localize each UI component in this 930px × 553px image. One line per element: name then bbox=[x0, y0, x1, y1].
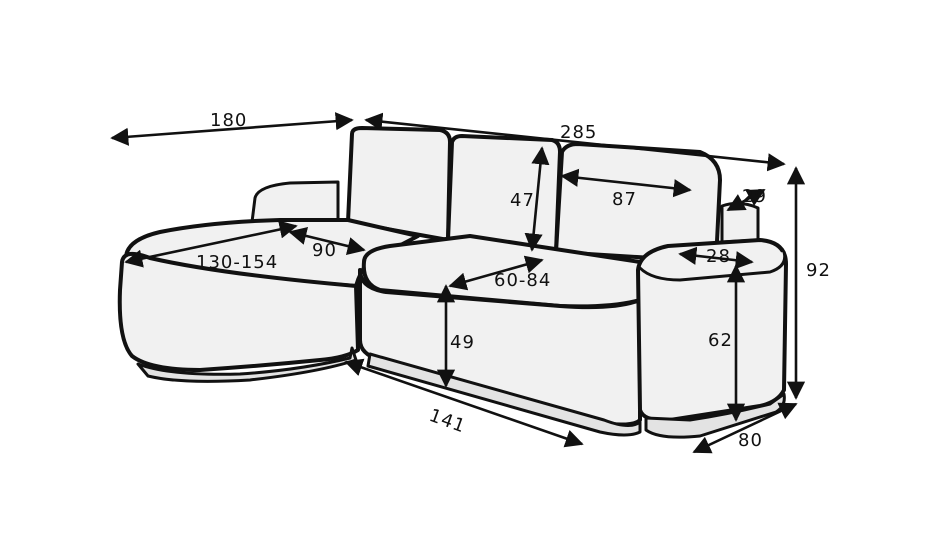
dimension-label-armrest-width: 29 bbox=[742, 186, 767, 207]
dimension-label-depth: 80 bbox=[738, 430, 763, 451]
chaise-base bbox=[136, 346, 358, 383]
dimension-label-armrest-top-width: 28 bbox=[706, 246, 731, 267]
dimension-arrow-armrest-top-width bbox=[678, 246, 754, 270]
dimension-arrow-total-width bbox=[364, 112, 786, 172]
dimension-lines bbox=[110, 112, 806, 454]
dimension-label-seat-height: 49 bbox=[450, 332, 475, 353]
dimension-labels: 180 285 29 47 87 92 130-154 90 60-84 28 49 62 141 80 bbox=[196, 110, 831, 451]
dimension-label-bed-width: 141 bbox=[426, 405, 468, 438]
dimension-label-seat-depth: 60-84 bbox=[494, 270, 551, 291]
dimension-arrow-seat-depth bbox=[448, 255, 544, 291]
dimension-arrow-depth bbox=[692, 402, 798, 454]
dimension-arrow-chaise-seat-length bbox=[124, 220, 298, 268]
dimension-arrow-chaise-length bbox=[110, 112, 354, 146]
dimension-label-chaise-seat-length: 130-154 bbox=[196, 252, 278, 273]
dimension-label-chaise-length: 180 bbox=[210, 110, 247, 131]
dimension-arrow-back-cushion-width bbox=[560, 168, 692, 198]
dimension-label-total-width: 285 bbox=[560, 122, 597, 143]
dimension-arrow-bed-width bbox=[344, 358, 584, 448]
dimension-arrow-chaise-seat-width bbox=[288, 227, 366, 255]
sofa-body bbox=[117, 126, 788, 439]
dimension-label-back-cushion-width: 87 bbox=[612, 189, 637, 210]
dimension-label-total-height: 92 bbox=[806, 260, 831, 281]
back-cushion-middle bbox=[446, 134, 562, 254]
dimension-arrow-backrest-height bbox=[524, 146, 550, 252]
right-back-armrest bbox=[720, 201, 760, 244]
dimension-label-backrest-height: 47 bbox=[510, 190, 535, 211]
dimension-label-armrest-height: 62 bbox=[708, 330, 733, 351]
dimension-label-chaise-seat-width: 90 bbox=[312, 240, 337, 261]
dimension-arrow-armrest-width bbox=[726, 188, 766, 212]
